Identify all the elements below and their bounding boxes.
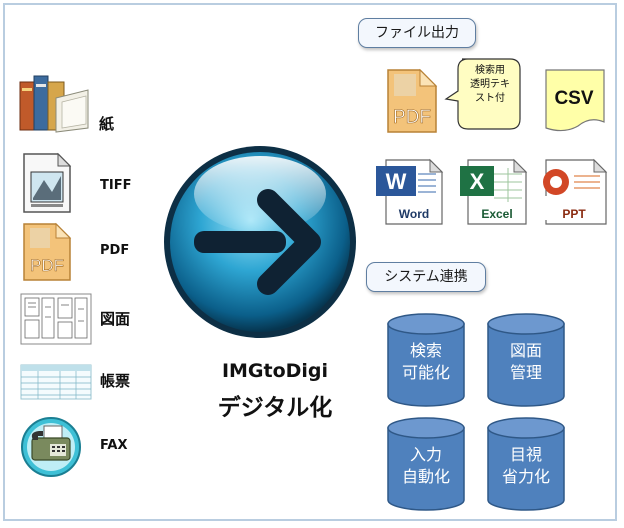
cylinder-search-line2: 可能化 [401,363,450,382]
paper-books-icon [19,75,89,133]
cylinder-visual-line1: 目視 [509,445,542,464]
drawing-icon [20,293,92,345]
excel-x-glyph: X [470,169,485,194]
database-icon [487,313,565,407]
input-label-drawing: 図面 [100,310,131,328]
callout-bubble [444,58,521,130]
excel-text: Excel [481,207,512,221]
system-title: システム連携 [366,262,486,292]
pdf-output-icon: PDF [387,68,438,133]
word-icon: W Word [376,158,444,225]
word-text: Word [399,207,429,221]
digitize-orb [164,146,356,338]
cylinder-drawing-text: 図面 管理 [486,340,566,384]
csv-icon: CSV [545,69,605,132]
database-icon [487,417,565,511]
cylinder-input: 入力 自動化 [386,416,466,512]
cylinder-input-line1: 入力 [409,445,442,464]
input-label-pdf: PDF [100,243,130,258]
database-icon [387,313,465,407]
word-w-glyph: W [386,169,407,194]
pdf-file-icon: PDF [23,222,72,281]
cylinder-search-text: 検索 可能化 [386,340,466,384]
callout-line-1: 検索用 [475,65,505,76]
app-name: IMGtoDigi [221,360,329,382]
cylinder-input-text: 入力 自動化 [386,444,466,488]
cylinder-drawing: 図面 管理 [486,312,566,408]
excel-icon: X Excel [460,158,528,225]
tiff-file-icon [23,152,72,213]
input-label-paper: 紙 [99,115,115,133]
database-icon [387,417,465,511]
callout-line-2: 透明テキ [470,79,510,90]
cylinder-visual-text: 目視 省力化 [486,444,566,488]
pdf-icon-text: PDF [30,256,64,275]
file-output-title: ファイル出力 [358,18,476,48]
cylinder-visual: 目視 省力化 [486,416,566,512]
arrow-right-icon [194,189,321,295]
cylinder-drawing-line1: 図面 [509,341,542,360]
callout-text: 検索用 透明テキ スト付 [462,64,518,106]
fax-icon [21,417,81,477]
input-label-form: 帳票 [100,372,131,390]
input-label-tiff: TIFF [100,178,132,193]
cylinder-search: 検索 可能化 [386,312,466,408]
csv-text: CSV [554,88,593,109]
app-subtitle: デジタル化 [217,395,333,421]
pdf-output-text: PDF [393,107,431,128]
ppt-icon: PPT [540,158,608,225]
cylinder-input-line2: 自動化 [401,467,450,486]
cylinder-visual-line2: 省力化 [501,467,550,486]
cylinder-drawing-line2: 管理 [509,363,542,382]
input-label-fax: FAX [100,438,128,453]
ppt-text: PPT [562,207,586,221]
cylinder-search-line1: 検索 [409,341,442,360]
form-icon [20,364,92,400]
callout-line-3: スト付 [475,93,505,104]
